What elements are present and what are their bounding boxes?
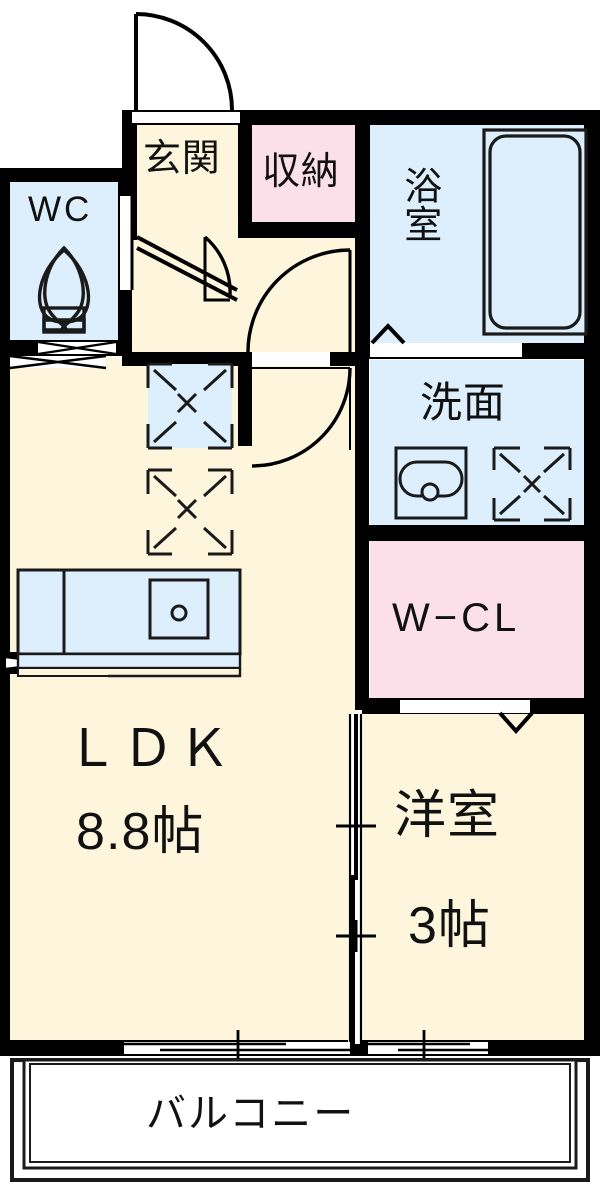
room-size-yoshitsu: 3帖 bbox=[408, 897, 491, 955]
wall-shuno-bottom bbox=[238, 222, 362, 238]
wall-top-bath bbox=[362, 110, 592, 125]
room-label-genkan: 玄関 bbox=[143, 138, 221, 180]
ldk-door-swing-lower bbox=[251, 367, 352, 468]
refrigerator-space bbox=[146, 362, 234, 450]
room-fill-shuno bbox=[250, 125, 355, 233]
room-label-senmen: 洗面 bbox=[420, 379, 506, 426]
bath-folding-door bbox=[370, 323, 522, 357]
genkan-step-line bbox=[136, 235, 238, 302]
room-label-yoshitsu: 洋室 bbox=[394, 787, 501, 845]
wall-senmen-bottom bbox=[362, 525, 592, 541]
wall-wc-left bbox=[0, 168, 10, 353]
room-fill-wc bbox=[8, 180, 120, 340]
toilet-symbol bbox=[37, 245, 91, 334]
room-label-wcl: W−CL bbox=[392, 596, 521, 640]
appliance-space bbox=[146, 468, 234, 556]
wall-wc-top bbox=[0, 168, 130, 182]
room-fill-wcl bbox=[370, 538, 592, 701]
kitchen-counter-edge bbox=[108, 668, 242, 678]
balcony-sliding-door-ldk bbox=[124, 1030, 350, 1064]
room-fill-yoshitsu bbox=[363, 712, 592, 1050]
washing-machine-space bbox=[492, 446, 572, 522]
wall-group bbox=[0, 110, 600, 1056]
vanity-sink-symbol bbox=[394, 446, 468, 520]
room-label-balcony: バルコニー bbox=[146, 1092, 356, 1136]
wall-hall-bottom-right bbox=[330, 352, 362, 366]
room-fill-ldk bbox=[8, 358, 355, 1050]
entrance-door-swing bbox=[132, 12, 240, 123]
wc-window bbox=[37, 340, 117, 356]
wall-outer-left bbox=[0, 352, 10, 1052]
wall-bath-left bbox=[355, 110, 370, 358]
wall-center-upper bbox=[355, 358, 369, 538]
hall-door-swing bbox=[203, 235, 232, 302]
ldk-door-swing bbox=[246, 248, 352, 366]
wall-center-mid bbox=[355, 538, 369, 710]
room-label-ldk: ＬＤＫ bbox=[66, 720, 235, 778]
room-label-yokushitsu: 浴室 bbox=[397, 166, 440, 244]
wcl-folding-door bbox=[400, 700, 534, 735]
ldk-window-upper bbox=[0, 354, 107, 370]
room-size-ldk: 8.8帖 bbox=[76, 803, 205, 861]
wall-shuno-left bbox=[238, 124, 252, 236]
wall-outer-right bbox=[584, 110, 600, 1055]
bathtub-symbol bbox=[482, 128, 588, 336]
room-label-shuno: 収納 bbox=[262, 151, 340, 193]
wall-hall-bottom-left bbox=[122, 352, 252, 366]
wc-door-swing bbox=[120, 196, 134, 290]
kitchen-counter-sink bbox=[16, 568, 242, 677]
ldk-bedroom-partition bbox=[336, 714, 376, 1044]
room-label-wc: WC bbox=[28, 190, 93, 229]
balcony-outline bbox=[10, 1058, 590, 1182]
wall-hall-stub bbox=[238, 366, 252, 446]
